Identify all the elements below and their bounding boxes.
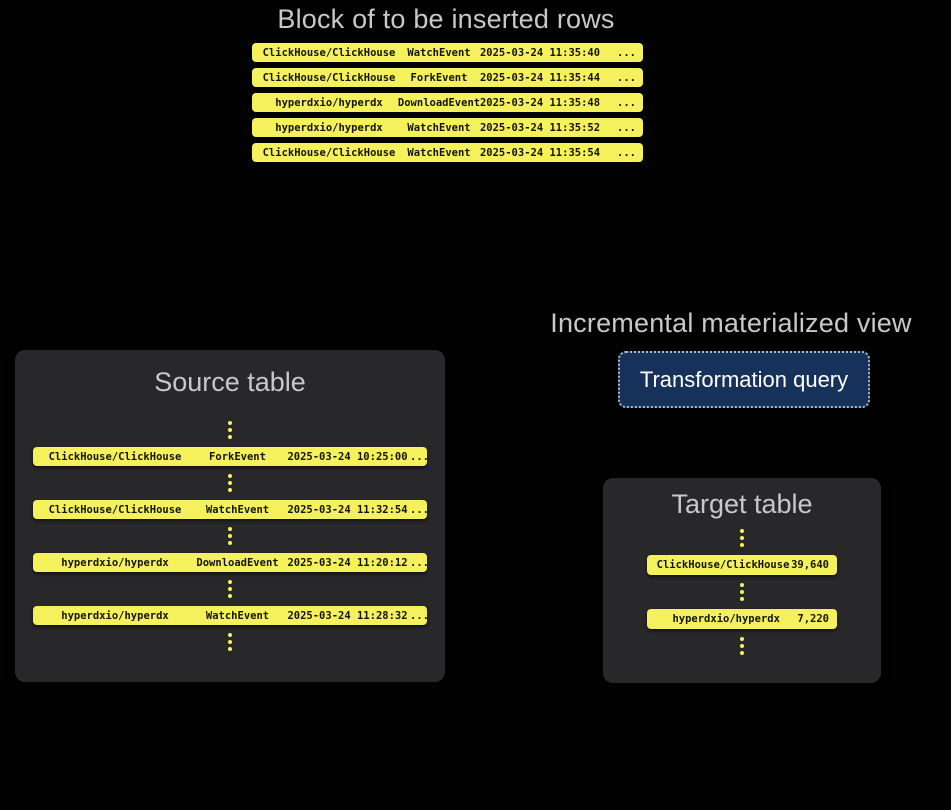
- insert-row: hyperdxio/hyperdx DownloadEvent 2025-03-…: [252, 93, 643, 112]
- row-event: ForkEvent: [209, 450, 266, 463]
- row-count: 39,640: [791, 559, 829, 571]
- row-repo: ClickHouse/ClickHouse: [262, 46, 396, 59]
- source-row: hyperdxio/hyperdx WatchEvent 2025-03-24 …: [33, 606, 429, 625]
- row-timestamp: 2025-03-24 10:25:00: [287, 450, 408, 463]
- row-timestamp: 2025-03-24 11:28:32: [287, 609, 408, 622]
- transformation-query-button[interactable]: Transformation query: [618, 351, 870, 408]
- row-more: ...: [617, 121, 636, 134]
- target-row: hyperdxio/hyperdx 7,220: [647, 609, 837, 629]
- row-more: ...: [410, 609, 429, 622]
- row-more: ...: [410, 503, 429, 516]
- ellipsis-dots: [228, 526, 232, 546]
- row-more: ...: [617, 146, 636, 159]
- target-table-panel: Target table ClickHouse/ClickHouse 39,64…: [603, 478, 881, 683]
- row-timestamp: 2025-03-24 11:32:54: [287, 503, 408, 516]
- row-repo: ClickHouse/ClickHouse: [656, 559, 790, 571]
- insert-row: ClickHouse/ClickHouse WatchEvent 2025-03…: [252, 43, 643, 62]
- insert-block-title: Block of to be inserted rows: [277, 4, 615, 34]
- row-event: ForkEvent: [410, 71, 468, 84]
- row-repo: hyperdxio/hyperdx: [275, 96, 383, 109]
- row-timestamp: 2025-03-24 11:35:44: [479, 71, 601, 84]
- source-table-panel: Source table ClickHouse/ClickHouse ForkE…: [15, 350, 445, 682]
- row-event: DownloadEvent: [196, 556, 279, 569]
- row-event: WatchEvent: [205, 609, 270, 622]
- row-more: ...: [617, 46, 636, 59]
- row-timestamp: 2025-03-24 11:20:12: [287, 556, 408, 569]
- ellipsis-dots: [740, 582, 744, 602]
- source-row: hyperdxio/hyperdx DownloadEvent 2025-03-…: [33, 553, 429, 572]
- source-row: ClickHouse/ClickHouse WatchEvent 2025-03…: [33, 500, 429, 519]
- target-row: ClickHouse/ClickHouse 39,640: [647, 555, 837, 575]
- ellipsis-dots: [228, 473, 232, 493]
- row-event: WatchEvent: [407, 121, 471, 134]
- row-repo: ClickHouse/ClickHouse: [48, 503, 182, 516]
- source-row: ClickHouse/ClickHouse ForkEvent 2025-03-…: [33, 447, 429, 466]
- row-more: ...: [410, 450, 429, 463]
- row-more: ...: [617, 71, 636, 84]
- row-repo: hyperdxio/hyperdx: [672, 613, 780, 625]
- insert-row: hyperdxio/hyperdx WatchEvent 2025-03-24 …: [252, 118, 643, 137]
- row-count: 7,220: [797, 613, 829, 625]
- row-more: ...: [410, 556, 429, 569]
- ellipsis-dots: [740, 636, 744, 656]
- row-more: ...: [617, 96, 636, 109]
- row-repo: hyperdxio/hyperdx: [275, 121, 383, 134]
- target-table-title: Target table: [671, 489, 813, 519]
- row-repo: ClickHouse/ClickHouse: [48, 450, 182, 463]
- row-repo: hyperdxio/hyperdx: [61, 609, 169, 622]
- source-table-title: Source table: [154, 367, 306, 397]
- row-timestamp: 2025-03-24 11:35:48: [479, 96, 601, 109]
- insert-row: ClickHouse/ClickHouse WatchEvent 2025-03…: [252, 143, 643, 162]
- row-event: WatchEvent: [407, 46, 471, 59]
- row-repo: ClickHouse/ClickHouse: [262, 146, 396, 159]
- row-timestamp: 2025-03-24 11:35:54: [479, 146, 601, 159]
- ellipsis-dots: [740, 528, 744, 548]
- materialized-view-title: Incremental materialized view: [550, 308, 912, 338]
- row-timestamp: 2025-03-24 11:35:40: [479, 46, 601, 59]
- ellipsis-dots: [228, 579, 232, 599]
- row-event: WatchEvent: [407, 146, 471, 159]
- row-event: DownloadEvent: [397, 96, 481, 109]
- row-event: WatchEvent: [205, 503, 270, 516]
- insert-row: ClickHouse/ClickHouse ForkEvent 2025-03-…: [252, 68, 643, 87]
- row-repo: hyperdxio/hyperdx: [61, 556, 169, 569]
- insert-block-rows: ClickHouse/ClickHouse WatchEvent 2025-03…: [252, 43, 643, 162]
- row-repo: ClickHouse/ClickHouse: [262, 71, 396, 84]
- ellipsis-dots: [228, 420, 232, 440]
- row-timestamp: 2025-03-24 11:35:52: [479, 121, 601, 134]
- ellipsis-dots: [228, 632, 232, 652]
